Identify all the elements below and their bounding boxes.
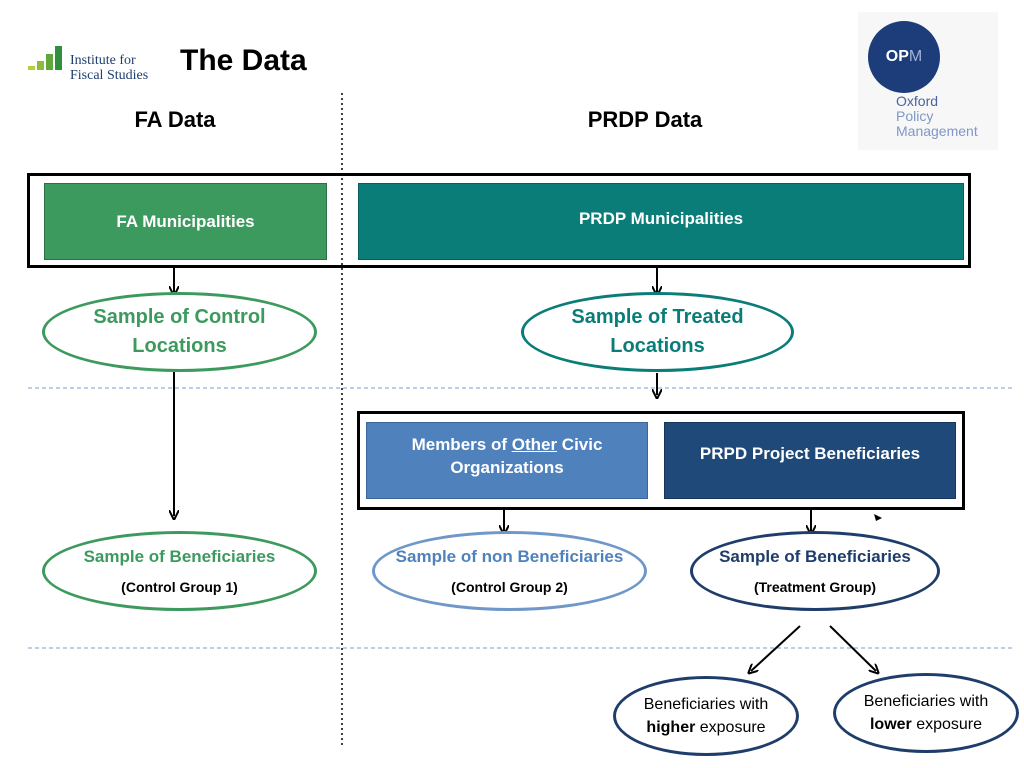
control-locations-ellipse: Sample of Control Locations: [42, 292, 317, 372]
higher-exposure-bold: higher: [646, 719, 696, 736]
opm-logo-line1: Oxford: [896, 93, 939, 109]
other-civic-line2: Organizations: [450, 457, 564, 477]
opm-logo-p: P: [898, 48, 909, 65]
treated-locations-ellipse: Sample of Treated Locations: [521, 292, 794, 372]
treatment-group-title: Sample of Beneficiaries: [719, 547, 911, 566]
other-civic-members-box: Members of Other Civic Organizations: [366, 422, 648, 499]
other-civic-underlined: Other: [511, 434, 558, 454]
control-locations-line1: Sample of Control: [93, 306, 266, 328]
municipalities-frame: [27, 173, 971, 268]
treatment-group-subtitle: (Treatment Group): [753, 579, 877, 595]
control-group-2-subtitle: (Control Group 2): [451, 579, 568, 595]
fa-municipalities-box: FA Municipalities: [44, 183, 327, 260]
higher-exposure-line1: Beneficiaries with: [643, 696, 769, 713]
control-group-1-ellipse: Sample of Beneficiaries (Control Group 1…: [42, 531, 317, 611]
treatment-group-ellipse: Sample of Beneficiaries (Treatment Group…: [690, 531, 940, 611]
control-group-1-title: Sample of Beneficiaries: [83, 547, 276, 566]
lower-exposure-line2: lower exposure: [870, 713, 982, 736]
project-beneficiaries-box: PRPD Project Beneficiaries: [664, 422, 956, 499]
opm-logo-line3: Management: [896, 123, 978, 139]
opm-logo-o: O: [885, 48, 899, 65]
higher-exposure-ellipse: Beneficiaries with higher exposure: [613, 676, 799, 756]
other-civic-prefix: Members of: [411, 434, 512, 454]
ifs-logo-line2: Fiscal Studies: [70, 68, 149, 83]
arrow-treatment-to-higher: [751, 625, 801, 671]
ifs-logo: Institute for Fiscal Studies: [28, 42, 163, 88]
arrow-treatment-to-lower: [829, 625, 876, 671]
higher-exposure-line2: higher exposure: [646, 716, 765, 739]
control-locations-line2: Locations: [132, 335, 227, 357]
opm-logo-m: M: [908, 48, 923, 65]
treated-locations-line2: Locations: [610, 335, 705, 357]
higher-exposure-suffix: exposure: [695, 719, 766, 736]
fa-data-heading: FA Data: [134, 107, 216, 132]
control-group-2-title: Sample of non Beneficiaries: [395, 547, 624, 566]
prdp-data-heading: PRDP Data: [587, 107, 703, 132]
control-group-1-subtitle: (Control Group 1): [121, 579, 238, 595]
page-title: The Data: [180, 44, 307, 77]
control-group-2-ellipse: Sample of non Beneficiaries (Control Gro…: [372, 531, 647, 611]
ifs-logo-line1: Institute for: [70, 53, 136, 68]
ifs-logo-bars: [28, 42, 68, 70]
other-civic-line1: Members of Other Civic: [412, 433, 603, 456]
groups-frame: [357, 411, 965, 510]
other-civic-suffix: Civic: [557, 434, 603, 454]
lower-exposure-bold: lower: [869, 716, 912, 733]
lower-exposure-ellipse: Beneficiaries with lower exposure: [833, 673, 1019, 753]
small-pointer-mark: [874, 514, 882, 521]
opm-logo-line2: Policy: [896, 108, 934, 124]
treated-locations-line1: Sample of Treated: [571, 306, 744, 328]
prdp-municipalities-box: PRDP Municipalities: [358, 183, 964, 260]
lower-exposure-line1: Beneficiaries with: [863, 693, 989, 710]
lower-exposure-suffix: exposure: [911, 716, 983, 733]
